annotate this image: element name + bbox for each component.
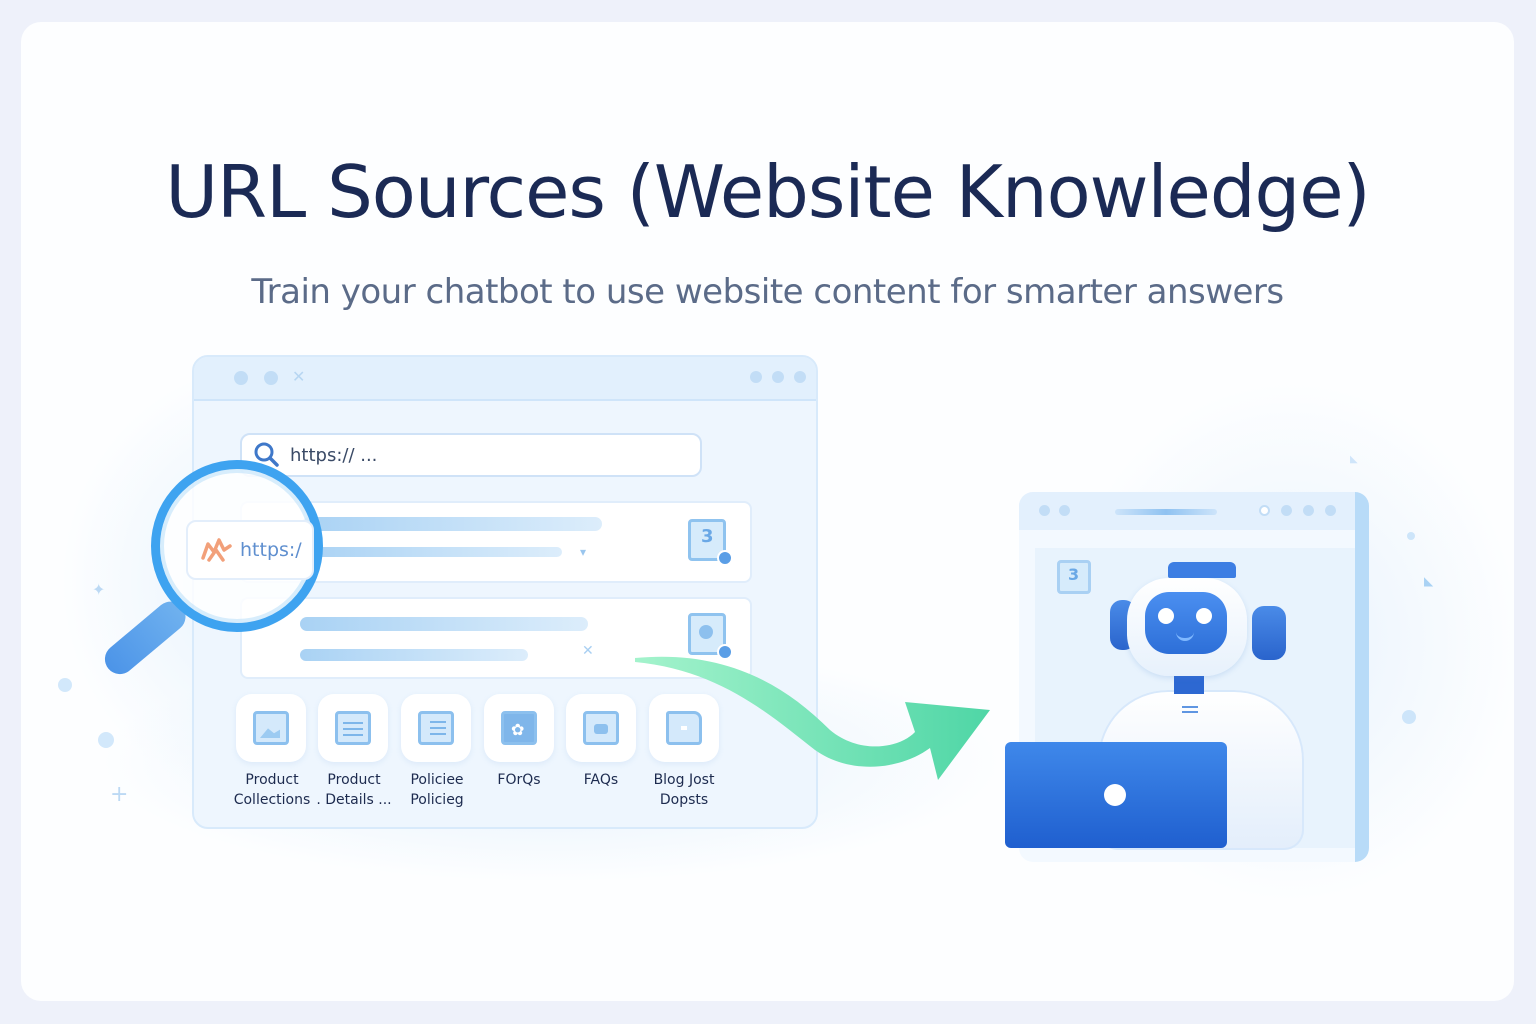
category-tile-policies[interactable]: [401, 694, 471, 762]
category-label-line: FAQs: [583, 772, 619, 788]
window-dot-icon: [1325, 505, 1336, 516]
dot-icon: [98, 732, 114, 748]
window-dot-icon: [772, 371, 784, 383]
category-tile-forqs[interactable]: ✿: [484, 694, 554, 762]
document-image-icon: [688, 613, 733, 660]
category-label: FAQs: [551, 770, 651, 790]
category-label-line: Product: [245, 772, 299, 788]
policy-document-icon: [418, 711, 454, 745]
robot-headband: [1168, 562, 1236, 578]
title-placeholder: [1115, 509, 1217, 515]
category-label-line: FOrQs: [497, 772, 541, 788]
url-input-value: https:// ...: [290, 444, 378, 466]
text-line-placeholder: [302, 517, 602, 531]
magnified-url-card: https:/: [186, 520, 314, 580]
window-dot-icon: [264, 371, 278, 385]
badge-dot-icon: [717, 550, 733, 566]
close-icon: ✕: [292, 367, 306, 386]
crawled-page-row: ▾ 3: [240, 501, 752, 583]
page-subtitle: Train your chatbot to use website conten…: [251, 272, 1284, 312]
puzzle-icon: ✿: [501, 711, 537, 745]
lines-glyph: [343, 722, 363, 724]
mountain-glyph: [260, 728, 280, 738]
document-lines-icon: [335, 711, 371, 745]
sparkle-icon: ✦: [92, 580, 106, 599]
text-line-placeholder: [300, 617, 588, 631]
close-icon: ✕: [582, 643, 594, 659]
robot-smile: [1176, 630, 1194, 641]
robot-eye: [1158, 608, 1174, 624]
plus-icon: +: [110, 782, 129, 807]
robot-chest-mark: [1182, 706, 1198, 708]
window-dot-icon: [1303, 505, 1314, 516]
headphone-right: [1252, 606, 1286, 660]
badge-dot-icon: [717, 644, 733, 660]
folder-glyph: [681, 726, 687, 730]
text-line-placeholder: [300, 649, 528, 661]
document-number-glyph: 3: [701, 526, 714, 547]
dot-icon: [58, 678, 72, 692]
window-dot-icon: [1281, 505, 1292, 516]
category-tile-product-collections[interactable]: [236, 694, 306, 762]
category-label-line: . Details ...: [316, 792, 392, 808]
page-title: URL Sources (Website Knowledge): [165, 150, 1370, 234]
category-tile-faqs[interactable]: [566, 694, 636, 762]
category-label-line: Dopsts: [659, 792, 709, 808]
chat-glyph: [594, 724, 608, 734]
website-browser-window: ✕ https:// ... ▾ 3 ✕: [192, 355, 818, 829]
magnified-url-text: https:/: [240, 539, 302, 561]
curved-arrow-icon: [635, 656, 990, 780]
robot-face: [1145, 592, 1227, 654]
robot-neck: [1174, 674, 1204, 694]
window-dot-icon: [1039, 505, 1050, 516]
folder-icon: [666, 711, 702, 745]
window-dot-icon: [1259, 505, 1270, 516]
category-label-line: Blog Jost: [653, 772, 715, 788]
crawled-page-row: ✕: [240, 597, 752, 679]
text-line-placeholder: [302, 547, 562, 557]
url-input[interactable]: https:// ...: [240, 433, 702, 477]
browser-title-bar: [1019, 492, 1355, 530]
triangle-icon: ◣: [1350, 454, 1358, 465]
lines-glyph: [430, 721, 446, 723]
document-number-icon: 3: [1057, 560, 1091, 594]
browser-title-bar: ✕: [194, 357, 816, 401]
search-icon: [254, 442, 279, 467]
robot-eye: [1196, 608, 1212, 624]
site-logo-icon: [201, 538, 232, 562]
document-number-icon: 3: [688, 519, 733, 566]
category-tile-blog-posts[interactable]: [649, 694, 719, 762]
category-label-line: Product: [327, 772, 381, 788]
window-dot-icon: [234, 371, 248, 385]
category-label: FOrQs: [469, 770, 569, 790]
window-dot-icon: [794, 371, 806, 383]
window-dot-icon: [1059, 505, 1070, 516]
laptop-logo-icon: [1104, 784, 1126, 806]
document-number-glyph: 3: [1068, 565, 1080, 584]
image-gallery-icon: [253, 711, 289, 745]
puzzle-glyph: ✿: [511, 720, 525, 739]
image-circle-glyph: [699, 625, 713, 639]
dropdown-marker-icon: ▾: [580, 545, 587, 559]
category-tile-product-details[interactable]: [318, 694, 388, 762]
category-label-line: Collections: [233, 792, 311, 808]
dot-icon: [1402, 710, 1416, 724]
category-label-line: Policiee: [410, 772, 464, 788]
triangle-icon: ◣: [1424, 574, 1434, 588]
window-dot-icon: [750, 371, 762, 383]
chat-window-icon: [583, 711, 619, 745]
category-label-line: Policieg: [410, 792, 464, 808]
dot-icon: [1407, 532, 1415, 540]
category-label: Product . Details ...: [304, 770, 404, 810]
